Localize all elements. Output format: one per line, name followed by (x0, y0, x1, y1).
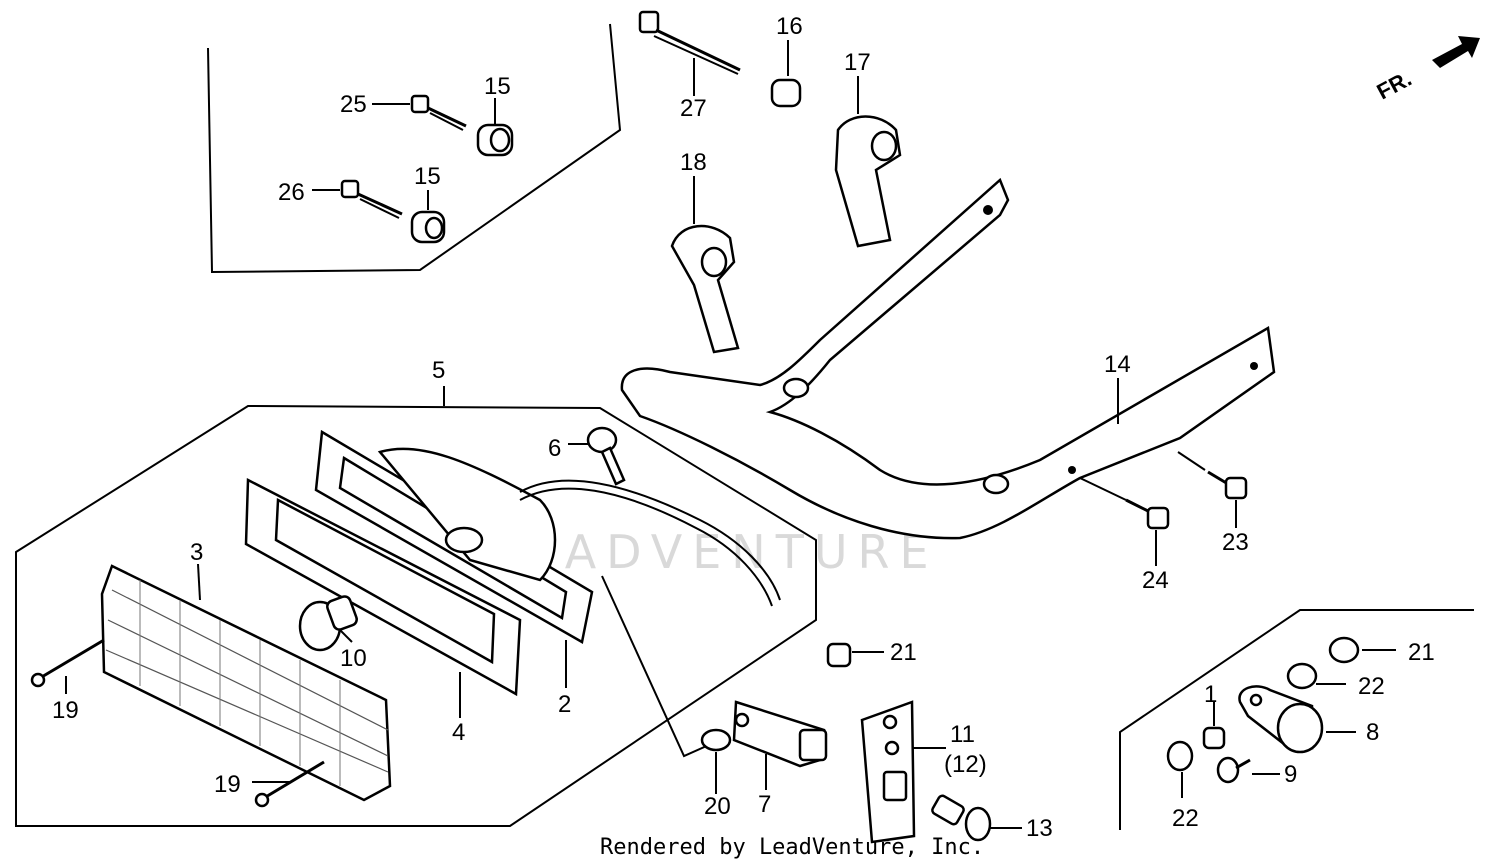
callout-12: (12) (944, 751, 987, 778)
washer-22-lower (1166, 740, 1194, 798)
callout-3: 3 (190, 539, 203, 566)
bracket-11 (860, 700, 946, 844)
callout-8: 8 (1366, 719, 1379, 746)
switch-7 (601, 575, 828, 790)
bulb-10 (298, 595, 358, 652)
bolt-27 (638, 10, 741, 96)
callout-19-upper: 19 (52, 697, 79, 724)
screw-19-lower (252, 760, 325, 808)
nut-21-right (1328, 636, 1396, 664)
render-credit: Rendered by LeadVenture, Inc. (600, 835, 984, 860)
taillight-assembly-box (15, 386, 817, 827)
bolt-25 (372, 94, 467, 131)
callout-4: 4 (452, 719, 465, 746)
callout-22-lower: 22 (1172, 805, 1199, 832)
callout-2: 2 (558, 691, 571, 718)
collar-15-upper (476, 98, 514, 157)
collar-1 (1202, 702, 1226, 750)
front-direction-arrow: FR. (1373, 36, 1480, 104)
screw-20 (700, 728, 732, 794)
taillight-housing-2 (314, 429, 594, 688)
screw-9 (1216, 756, 1280, 784)
callout-7: 7 (758, 791, 771, 818)
callout-1: 1 (1204, 681, 1217, 708)
callout-19-lower: 19 (214, 771, 241, 798)
callout-10: 10 (340, 645, 367, 672)
bolt-24 (1079, 477, 1170, 566)
front-direction-label: FR. (1373, 66, 1416, 105)
callout-5: 5 (432, 357, 445, 384)
callout-11: 11 (950, 721, 975, 748)
lens-3 (100, 563, 392, 802)
callout-21-right: 21 (1408, 639, 1435, 666)
gasket-4 (244, 477, 522, 718)
callout-26: 26 (278, 179, 305, 206)
callout-22-upper: 22 (1358, 673, 1385, 700)
bracket-17 (834, 76, 902, 248)
inset-box-bracket (1119, 609, 1474, 830)
callout-21-center: 21 (890, 639, 917, 666)
callout-9: 9 (1284, 761, 1297, 788)
fender-stay-14 (620, 177, 1276, 540)
callout-18: 18 (680, 149, 707, 176)
nut-21-center (826, 642, 884, 668)
callout-20: 20 (704, 793, 731, 820)
callout-17: 17 (844, 49, 871, 76)
callout-6: 6 (548, 435, 561, 462)
screw-13 (931, 794, 1022, 842)
callout-16: 16 (776, 13, 803, 40)
bracket-8 (1238, 685, 1356, 754)
collar-16 (770, 40, 802, 108)
callout-24: 24 (1142, 567, 1169, 594)
callout-25: 25 (340, 91, 367, 118)
collar-15-lower (410, 190, 446, 244)
bracket-18 (670, 176, 740, 354)
bolt-26 (312, 179, 403, 219)
callout-14: 14 (1104, 351, 1131, 378)
inset-box-hardware (207, 23, 622, 274)
watermark-text: LEADVENTURE (490, 525, 939, 579)
grommet-6 (568, 426, 626, 486)
callout-27: 27 (680, 95, 707, 122)
callout-15-upper: 15 (484, 73, 511, 100)
wire-harness-2 (519, 487, 773, 607)
callout-15-lower: 15 (414, 163, 441, 190)
callout-23: 23 (1222, 529, 1249, 556)
washer-22-upper (1286, 662, 1346, 690)
wire-harness (519, 479, 781, 601)
bolt-23 (1177, 451, 1248, 528)
callout-13: 13 (1026, 815, 1053, 842)
screw-19-upper (30, 638, 105, 694)
